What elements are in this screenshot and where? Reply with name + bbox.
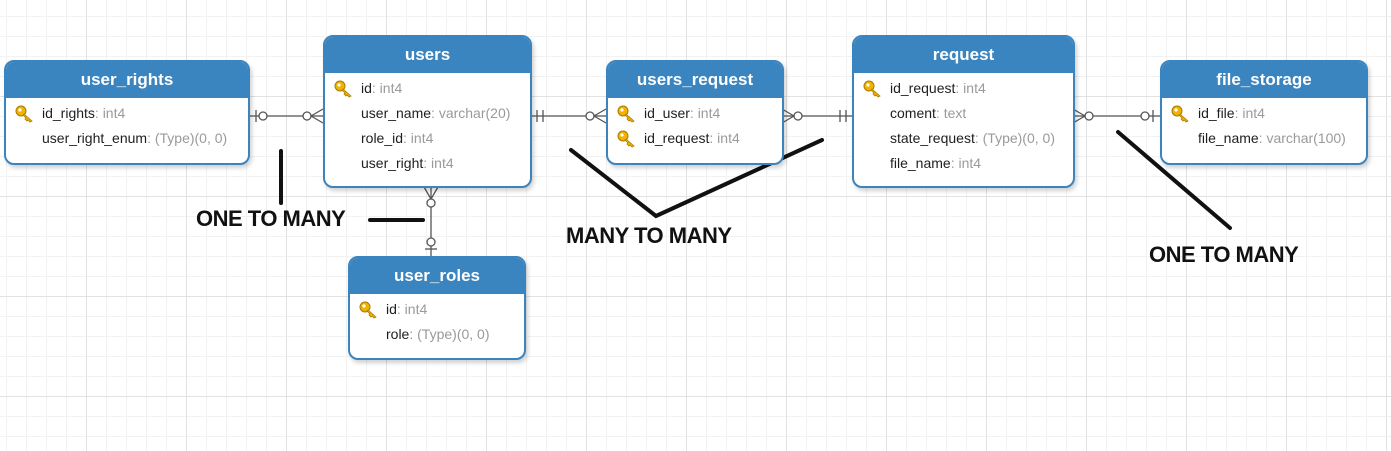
field-type: : varchar(100) xyxy=(1258,130,1346,146)
entity-users-request[interactable]: users_request id_user: int4 id_request: … xyxy=(606,60,784,165)
field-type: : int4 xyxy=(689,105,721,121)
marker-zero xyxy=(426,198,436,208)
field-type: : (Type)(0, 0) xyxy=(147,130,228,146)
key-icon xyxy=(334,80,352,98)
marker-crowfoot xyxy=(310,108,324,117)
field-name: user_name xyxy=(361,105,432,121)
field-type: : varchar(20) xyxy=(431,105,511,121)
entity-users[interactable]: users id: int4 user_name: varchar(20) ro… xyxy=(323,35,532,188)
entity-title: users xyxy=(325,37,530,73)
marker-zero xyxy=(1140,111,1150,121)
entity-title: file_storage xyxy=(1162,62,1366,98)
marker-crowfoot xyxy=(423,186,432,200)
field-row[interactable]: role: (Type)(0, 0) xyxy=(350,322,524,347)
marker-zero xyxy=(793,111,803,121)
field-row[interactable]: coment: text xyxy=(854,101,1073,126)
marker-crowfoot xyxy=(781,108,795,117)
field-type: : (Type)(0, 0) xyxy=(974,130,1055,146)
key-icon xyxy=(617,130,635,148)
field-row[interactable]: id: int4 xyxy=(350,297,524,322)
marker-zero xyxy=(258,111,268,121)
field-type: : int4 xyxy=(950,155,982,171)
field-type: : int4 xyxy=(94,105,126,121)
field-row[interactable]: id_request: int4 xyxy=(854,76,1073,101)
field-row[interactable]: id_file: int4 xyxy=(1162,101,1366,126)
entity-user-rights[interactable]: user_rights id_rights: int4 user_right_e… xyxy=(4,60,250,165)
field-name: user_right xyxy=(361,155,424,171)
marker-crowfoot xyxy=(1072,108,1086,117)
field-name: id_user xyxy=(644,105,690,121)
key-icon xyxy=(617,105,635,123)
field-row[interactable]: id: int4 xyxy=(325,76,530,101)
field-row[interactable]: user_right: int4 xyxy=(325,151,530,176)
field-name: role xyxy=(386,326,410,342)
field-type: : int4 xyxy=(396,301,428,317)
entity-request[interactable]: request id_request: int4 coment: text st… xyxy=(852,35,1075,188)
field-name: file_name xyxy=(890,155,951,171)
annotation-one-to-many-right: ONE TO MANY xyxy=(1149,242,1299,267)
marker-zero xyxy=(585,111,595,121)
marker-crowfoot xyxy=(1072,115,1086,124)
field-row[interactable]: id_rights: int4 xyxy=(6,101,248,126)
field-row[interactable]: id_user: int4 xyxy=(608,101,782,126)
field-name: id xyxy=(386,301,397,317)
field-type: : int4 xyxy=(403,130,434,146)
annotation-many-to-many: MANY TO MANY xyxy=(566,223,732,248)
field-type: : int4 xyxy=(1234,105,1265,121)
annotation-one-to-many-left: ONE TO MANY xyxy=(196,206,346,231)
field-row[interactable]: id_request: int4 xyxy=(608,126,782,151)
field-type: : int4 xyxy=(423,155,454,171)
field-row[interactable]: file_name: varchar(100) xyxy=(1162,126,1366,151)
entity-title: user_roles xyxy=(350,258,524,294)
field-type: : int4 xyxy=(709,130,740,146)
field-name: user_right_enum xyxy=(42,130,148,146)
annotation-stroke xyxy=(569,138,824,219)
key-icon xyxy=(1171,105,1189,123)
marker-crowfoot xyxy=(310,115,324,124)
field-row[interactable]: role_id: int4 xyxy=(325,126,530,151)
entity-title: request xyxy=(854,37,1073,73)
field-type: : int4 xyxy=(955,80,986,96)
entity-title: users_request xyxy=(608,62,782,98)
marker-zero xyxy=(302,111,312,121)
field-name: id xyxy=(361,80,372,96)
entity-file-storage[interactable]: file_storage id_file: int4 file_name: va… xyxy=(1160,60,1368,165)
field-type: : text xyxy=(935,105,967,121)
marker-zero xyxy=(1084,111,1094,121)
key-icon xyxy=(15,105,33,123)
field-row[interactable]: user_right_enum: (Type)(0, 0) xyxy=(6,126,248,151)
field-name: role_id xyxy=(361,130,404,146)
field-row[interactable]: file_name: int4 xyxy=(854,151,1073,176)
entity-title: user_rights xyxy=(6,62,248,98)
field-type: : int4 xyxy=(371,80,403,96)
key-icon xyxy=(359,301,377,319)
field-row[interactable]: state_request: (Type)(0, 0) xyxy=(854,126,1073,151)
key-icon xyxy=(863,80,881,98)
annotation-stroke xyxy=(1116,130,1232,230)
field-name: file_name xyxy=(1198,130,1259,146)
entity-user-roles[interactable]: user_roles id: int4 role: (Type)(0, 0) xyxy=(348,256,526,360)
marker-crowfoot xyxy=(781,115,795,124)
field-row[interactable]: user_name: varchar(20) xyxy=(325,101,530,126)
marker-crowfoot xyxy=(593,115,607,124)
marker-crowfoot xyxy=(593,108,607,117)
field-name: id_request xyxy=(644,130,710,146)
field-name: coment xyxy=(890,105,936,121)
field-name: id_rights xyxy=(42,105,95,121)
field-type: : (Type)(0, 0) xyxy=(409,326,490,342)
marker-crowfoot xyxy=(430,186,439,200)
field-name: state_request xyxy=(890,130,975,146)
field-name: id_file xyxy=(1198,105,1235,121)
marker-zero xyxy=(426,237,436,247)
field-name: id_request xyxy=(890,80,956,96)
